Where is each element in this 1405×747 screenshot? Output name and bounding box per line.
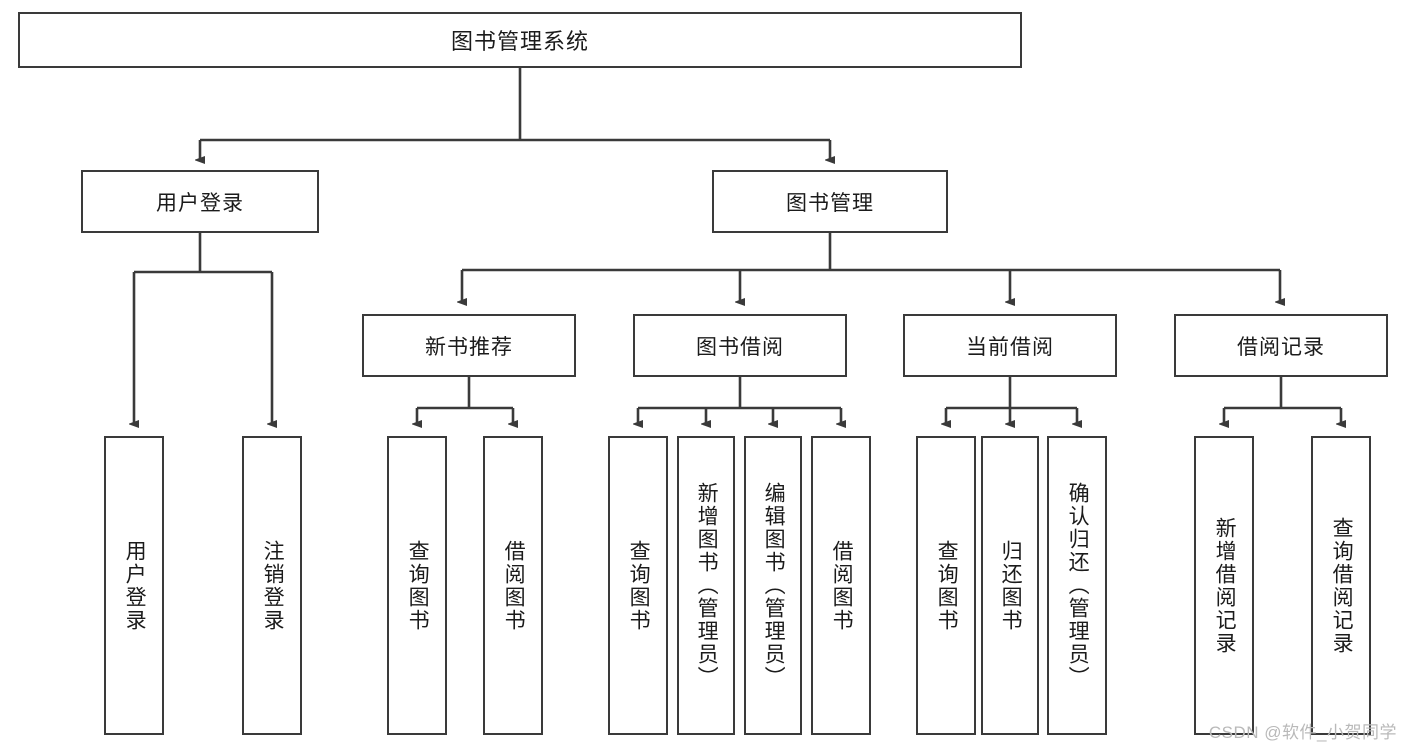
node-label: 新增图书（管理员） [695,482,719,689]
node-book-borrowing[interactable]: 图书借阅 [633,314,847,377]
node-label: 查询图书 [406,539,430,632]
node-label: 查询图书 [627,539,651,632]
node-label: 借阅图书 [502,539,526,632]
node-label: 借阅记录 [1237,335,1325,359]
leaf-user-login[interactable]: 用户登录 [104,436,164,735]
leaf-query-borrow-record[interactable]: 查询借阅记录 [1311,436,1371,735]
node-label: 查询借阅记录 [1330,516,1354,655]
leaf-add-borrow-record[interactable]: 新增借阅记录 [1194,436,1254,735]
leaf-edit-book-admin[interactable]: 编辑图书（管理员） [744,436,802,735]
node-label: 确认归还（管理员） [1066,482,1090,689]
leaf-query-books-new[interactable]: 查询图书 [387,436,447,735]
node-user-login[interactable]: 用户登录 [81,170,319,233]
node-label: 借阅图书 [830,539,854,632]
leaf-user-logout[interactable]: 注销登录 [242,436,302,735]
node-current-borrowing[interactable]: 当前借阅 [903,314,1117,377]
node-label: 新增借阅记录 [1213,516,1237,655]
node-new-book-recommendation[interactable]: 新书推荐 [362,314,576,377]
node-label: 用户登录 [156,191,244,215]
node-label: 用户登录 [123,539,147,632]
node-root-library-system[interactable]: 图书管理系统 [18,12,1022,68]
leaf-confirm-return-admin[interactable]: 确认归还（管理员） [1047,436,1107,735]
node-borrowing-records[interactable]: 借阅记录 [1174,314,1388,377]
leaf-return-books[interactable]: 归还图书 [981,436,1039,735]
leaf-borrow-books[interactable]: 借阅图书 [811,436,871,735]
node-label: 查询图书 [935,539,959,632]
node-label: 编辑图书（管理员） [762,482,786,689]
leaf-borrow-books-new[interactable]: 借阅图书 [483,436,543,735]
leaf-query-books-borrow[interactable]: 查询图书 [608,436,668,735]
node-book-management[interactable]: 图书管理 [712,170,948,233]
node-label: 归还图书 [999,539,1023,632]
node-label: 当前借阅 [966,335,1054,359]
node-label: 图书借阅 [696,335,784,359]
leaf-add-book-admin[interactable]: 新增图书（管理员） [677,436,735,735]
node-label: 注销登录 [261,539,285,632]
node-label: 新书推荐 [425,335,513,359]
node-label: 图书管理 [786,191,874,215]
watermark: CSDN @软件_小贺同学 [1208,723,1397,742]
leaf-query-books-current[interactable]: 查询图书 [916,436,976,735]
node-label: 图书管理系统 [450,29,589,54]
